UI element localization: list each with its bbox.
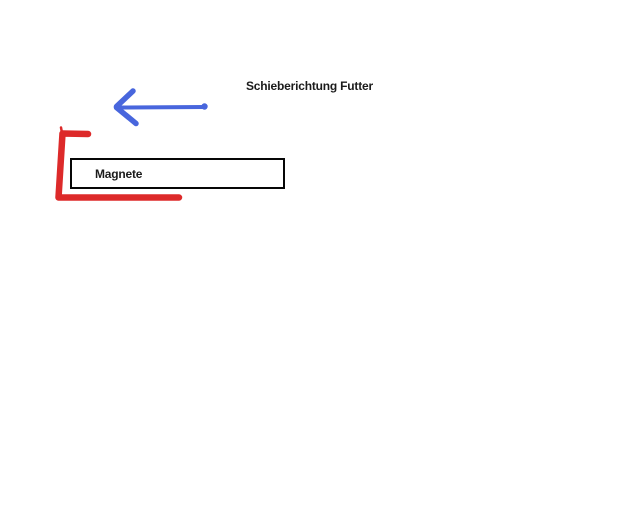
diagram-title: Schieberichtung Futter — [246, 79, 373, 93]
magnete-box: Magnete — [70, 158, 285, 189]
left-arrow-icon — [113, 88, 208, 127]
arrow-shaft — [118, 105, 207, 110]
arrow-head-lower — [113, 104, 139, 127]
arrow-head-upper — [113, 88, 136, 110]
magnete-label: Magnete — [95, 166, 143, 181]
bracket-pen-tick — [59, 126, 64, 135]
arrow-tail-dot — [201, 103, 208, 110]
